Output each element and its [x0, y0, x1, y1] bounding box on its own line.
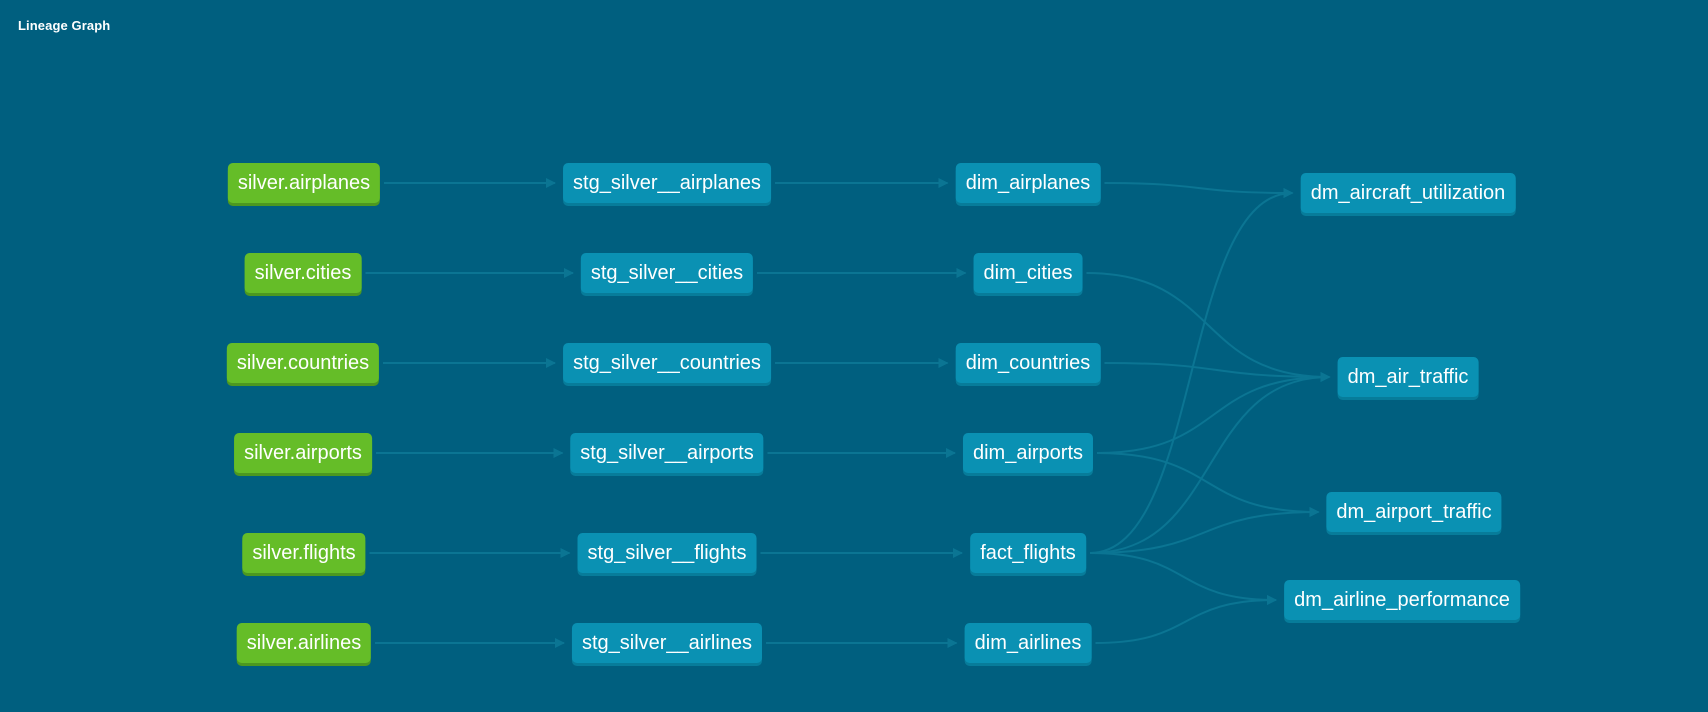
node-dm-airline-performance[interactable]: dm_airline_performance [1284, 580, 1520, 620]
edge-dim_cities-to-dm_air_traffic [1086, 272, 1331, 382]
edge-dim_airports-to-dm_airport_traffic [1096, 452, 1320, 517]
node-dim-airlines[interactable]: dim_airlines [964, 623, 1092, 663]
page-title: Lineage Graph [18, 18, 111, 33]
node-dm-aircraft-utilization[interactable]: dm_aircraft_utilization [1300, 173, 1516, 213]
node-stg-silver-airports[interactable]: stg_silver__airports [570, 433, 764, 473]
node-dim-airports[interactable]: dim_airports [962, 433, 1094, 473]
node-silver-countries[interactable]: silver.countries [226, 343, 380, 383]
node-dim-airplanes[interactable]: dim_airplanes [955, 163, 1101, 203]
node-silver-cities[interactable]: silver.cities [244, 253, 362, 293]
edge-fact_flights-to-dm_airline_performance [1089, 552, 1277, 605]
node-stg-silver-countries[interactable]: stg_silver__countries [563, 343, 771, 383]
node-stg-silver-airlines[interactable]: stg_silver__airlines [571, 623, 763, 663]
edge-fact_flights-to-dm_airport_traffic [1089, 507, 1320, 554]
edge-dim_airplanes-to-dm_aircraft_utilization [1104, 182, 1294, 198]
node-dm-air-traffic[interactable]: dm_air_traffic [1337, 357, 1479, 397]
node-silver-airplanes[interactable]: silver.airplanes [227, 163, 381, 203]
node-dim-countries[interactable]: dim_countries [955, 343, 1101, 383]
node-stg-silver-flights[interactable]: stg_silver__flights [577, 533, 757, 573]
edge-dim_countries-to-dm_air_traffic [1104, 362, 1331, 382]
node-stg-silver-airplanes[interactable]: stg_silver__airplanes [563, 163, 771, 203]
edge-fact_flights-to-dm_aircraft_utilization [1089, 188, 1294, 554]
node-fact-flights[interactable]: fact_flights [970, 533, 1086, 573]
node-silver-flights[interactable]: silver.flights [242, 533, 366, 573]
edge-fact_flights-to-dm_air_traffic [1089, 372, 1331, 554]
edge-dim_airports-to-dm_air_traffic [1096, 372, 1331, 454]
edge-dim_airlines-to-dm_airline_performance [1095, 595, 1277, 644]
node-dim-cities[interactable]: dim_cities [973, 253, 1083, 293]
node-silver-airports[interactable]: silver.airports [234, 433, 372, 473]
node-silver-airlines[interactable]: silver.airlines [236, 623, 372, 663]
node-stg-silver-cities[interactable]: stg_silver__cities [580, 253, 754, 293]
node-dm-airport-traffic[interactable]: dm_airport_traffic [1326, 492, 1502, 532]
